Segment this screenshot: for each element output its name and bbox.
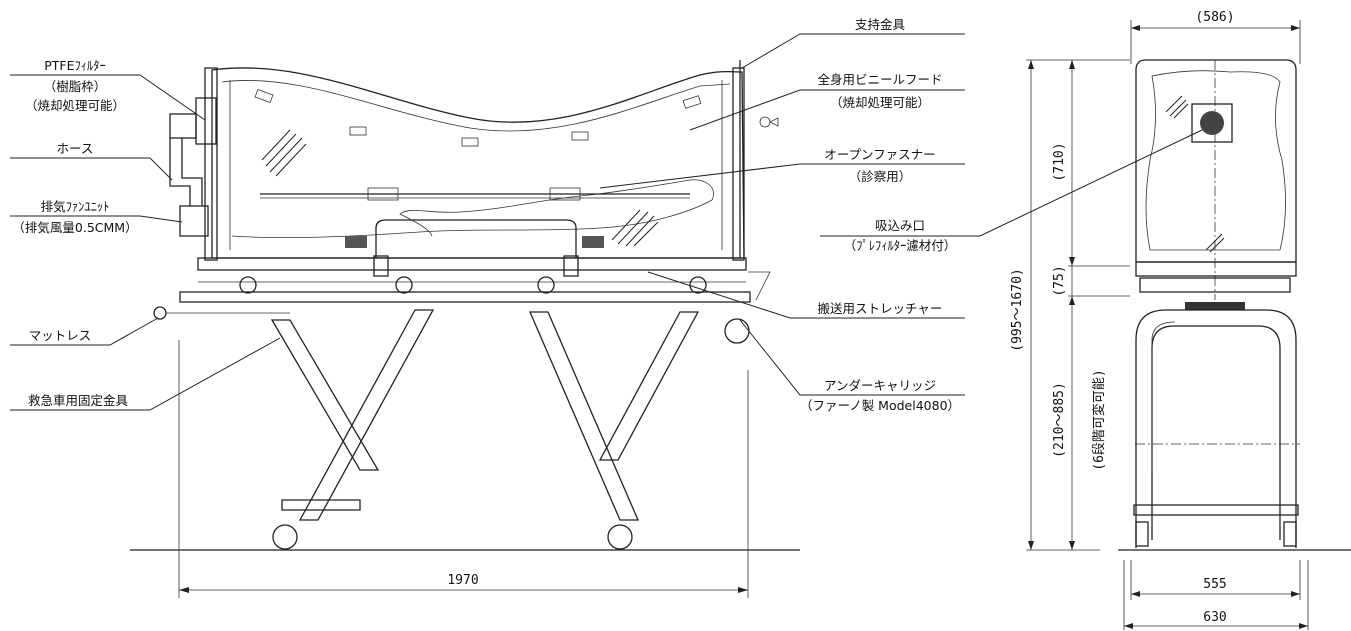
stretcher-deck <box>197 257 747 271</box>
deck-wheels <box>239 276 707 294</box>
label-vinyl-hood-note: （焼却処理可能） <box>830 95 930 110</box>
hood-hatch-left <box>261 129 307 177</box>
undercarriage-legs <box>270 309 700 521</box>
label-intake: 吸込み口 <box>875 218 925 233</box>
dim-frame-height: (210～885) <box>1052 382 1067 458</box>
dim-height-steps: (6段階可変可能) <box>1091 369 1107 470</box>
dim-total-height: (995～1670) <box>1010 268 1025 351</box>
label-undercarriage: アンダーキャリッジ <box>824 378 936 393</box>
filter-mount <box>169 113 197 139</box>
dim-outer-width: 630 <box>1203 610 1226 625</box>
dim-hood-width: (586) <box>1195 10 1234 25</box>
label-ambulance-bracket: 救急車用固定金具 <box>28 393 129 408</box>
hood-end-frame-right <box>732 67 745 261</box>
floor-wheels <box>272 318 750 550</box>
label-mattress: マットレス <box>29 328 92 343</box>
mattress-knob <box>153 306 167 320</box>
exhaust-fan-unit <box>179 205 209 237</box>
label-ptfe-filter-note2: （焼却処理可能） <box>25 98 125 113</box>
label-undercarriage-note: （ファーノ製 Model4080） <box>800 398 960 413</box>
dim-hood-height: (710) <box>1052 142 1067 181</box>
front-hood-outline <box>1135 59 1297 263</box>
front-view: (586) (995～1670) (710) (75) (210～885) (6… <box>1010 10 1351 630</box>
label-exhaust-fan: 排気ﾌｧﾝﾕﾆｯﾄ <box>41 199 110 214</box>
label-hose: ホース <box>57 141 94 156</box>
patient-outline <box>231 179 714 239</box>
vinyl-hood-outline <box>211 67 745 259</box>
dim-inner-width: 555 <box>1203 577 1226 592</box>
intake-filter-grid <box>1200 111 1224 135</box>
label-open-zipper: オープンファスナー <box>824 147 935 162</box>
strap-left <box>345 236 367 248</box>
side-view: 1970 <box>130 60 800 598</box>
dim-overall-length: 1970 <box>447 573 478 588</box>
hood-hatch-right <box>611 209 659 247</box>
strap-right <box>582 236 604 248</box>
intake-leader <box>820 129 1203 237</box>
front-intake <box>1191 103 1233 143</box>
label-intake-note: （ﾌﾟﾚﾌｨﾙﾀｰ濾材付） <box>844 238 957 253</box>
label-ptfe-filter-note1: （樹脂枠） <box>44 79 107 94</box>
hose <box>169 138 191 206</box>
undercarriage-rail <box>179 291 751 303</box>
label-stretcher: 搬送用ストレッチャー <box>818 301 943 316</box>
label-exhaust-fan-note: （排気風量0.5CMM） <box>12 220 137 235</box>
dim-base-gap: (75) <box>1052 265 1067 296</box>
valve <box>759 116 771 128</box>
leaders <box>10 33 965 411</box>
ptfe-filter-box <box>195 97 217 145</box>
label-open-zipper-note: （診察用） <box>849 169 912 184</box>
hood-end-frame-left <box>204 67 218 261</box>
label-support-bracket: 支持金具 <box>855 17 906 32</box>
label-vinyl-hood: 全身用ビニールフード <box>817 72 942 87</box>
label-ptfe-filter: PTFEﾌｨﾙﾀｰ <box>44 58 106 73</box>
